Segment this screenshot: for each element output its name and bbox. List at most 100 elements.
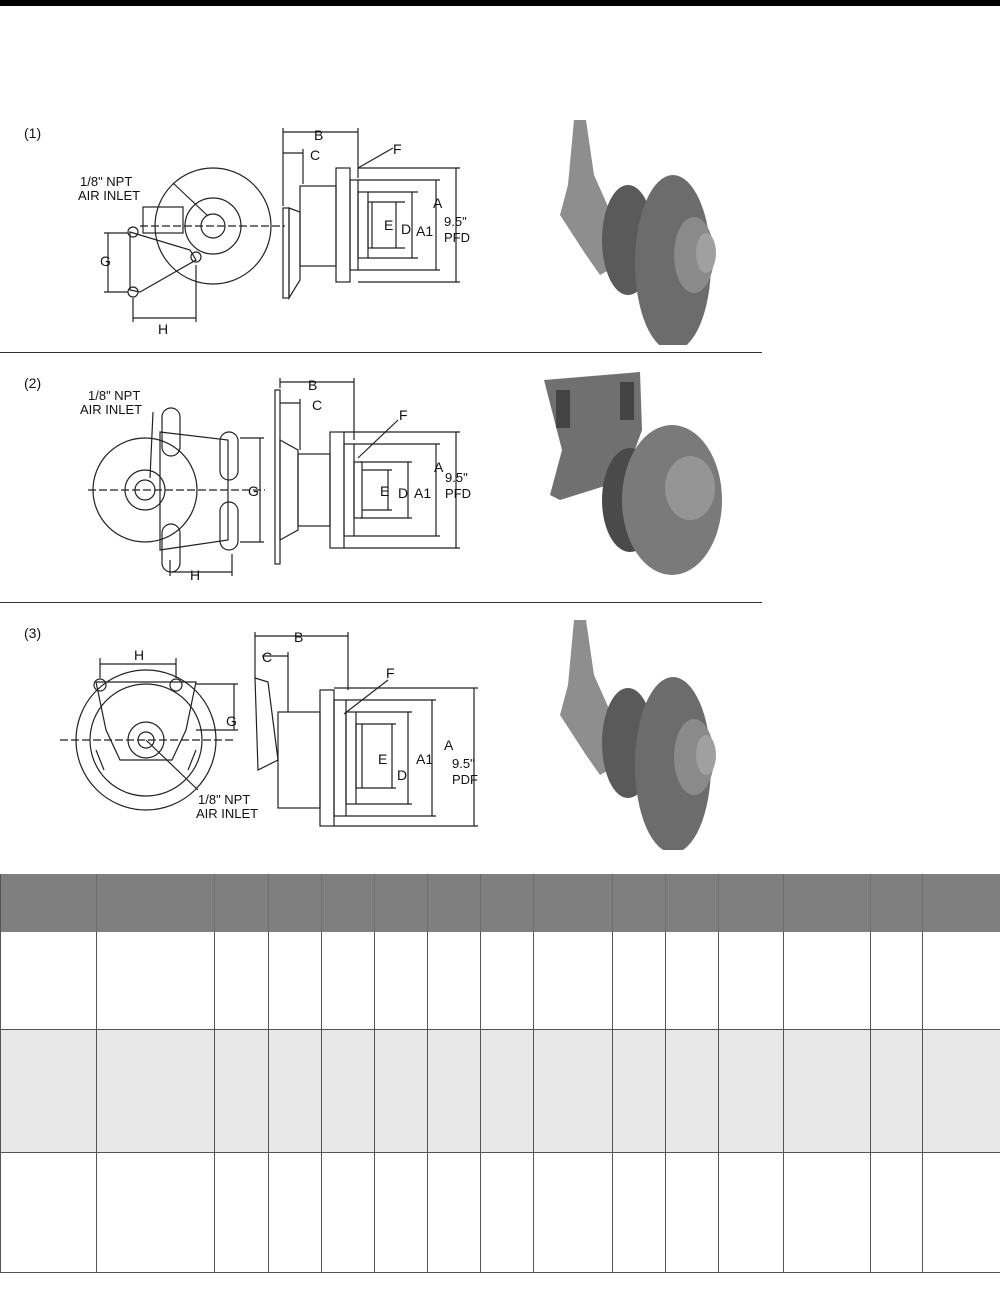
table-header <box>783 874 871 932</box>
table-cell <box>870 1029 923 1153</box>
table-cell <box>427 932 481 1030</box>
pfd-value: 9.5" <box>452 756 475 771</box>
table-cell <box>374 1152 428 1273</box>
figure-number: (3) <box>24 625 42 641</box>
table-cell <box>533 1029 613 1153</box>
table-cell <box>665 1029 719 1153</box>
table-cell <box>665 1152 719 1273</box>
dim-f: F <box>386 665 395 681</box>
table-cell <box>665 932 719 1030</box>
table-row <box>0 932 1000 1030</box>
air-inlet-label-1: 1/8" NPT <box>198 792 250 807</box>
dim-h: H <box>190 567 200 583</box>
table-cell <box>268 932 322 1030</box>
table-cell <box>480 1152 534 1273</box>
pfd-label: PDF <box>452 772 478 787</box>
table-cell <box>718 1029 784 1153</box>
air-inlet-label-1: 1/8" NPT <box>80 174 132 189</box>
table-cell <box>533 1152 613 1273</box>
figure-number: (2) <box>24 375 42 391</box>
dim-a: A <box>434 459 444 475</box>
dim-b: B <box>314 127 323 143</box>
dim-d: D <box>401 221 411 237</box>
table-cell <box>783 1029 871 1153</box>
table-cell <box>0 1152 97 1273</box>
table-cell <box>783 1152 871 1273</box>
dim-c: C <box>310 147 320 163</box>
dim-g: G <box>226 713 237 729</box>
table-header <box>0 874 97 932</box>
table-header <box>922 874 1000 932</box>
table-header <box>612 874 666 932</box>
table-cell <box>374 1029 428 1153</box>
table-cell <box>321 932 375 1030</box>
clutch-drawing-2: 1/8" NPT AIR INLET G H B C F E D A1 A 9.… <box>80 377 471 583</box>
table-cell <box>96 1152 215 1273</box>
clutch-drawing-1: 1/8" NPT AIR INLET G H B C F E D A1 A 9.… <box>78 127 470 337</box>
table-row <box>0 1029 1000 1153</box>
air-inlet-label-2: AIR INLET <box>196 806 258 821</box>
table-header <box>870 874 923 932</box>
table-cell <box>612 1152 666 1273</box>
table-cell <box>268 1152 322 1273</box>
table-row <box>0 1152 1000 1273</box>
figure-3: (3) <box>0 620 770 855</box>
clutch-photo-3 <box>560 620 716 850</box>
dim-c: C <box>312 397 322 413</box>
table-cell <box>96 932 215 1030</box>
table-cell <box>214 932 269 1030</box>
clutch-photo-2 <box>544 372 722 575</box>
table-header <box>718 874 784 932</box>
table-header <box>427 874 481 932</box>
pfd-label: PFD <box>445 486 471 501</box>
figure-2: (2) <box>0 370 770 600</box>
table-cell <box>922 1029 1000 1153</box>
clutch-drawing-3: H G 1/8" NPT AIR INLET B C F E D A1 A 9.… <box>60 629 478 827</box>
dim-a1: A1 <box>416 223 433 239</box>
dim-g: G <box>248 483 259 499</box>
dim-e: E <box>380 483 389 499</box>
figure-1: (1) <box>0 120 770 350</box>
dim-a: A <box>433 195 443 211</box>
table-cell <box>533 932 613 1030</box>
figure-number: (1) <box>24 125 42 141</box>
table-header <box>374 874 428 932</box>
table-cell <box>870 932 923 1030</box>
air-inlet-label-1: 1/8" NPT <box>88 388 140 403</box>
table-cell <box>718 932 784 1030</box>
table-cell <box>96 1029 215 1153</box>
dim-f: F <box>393 141 402 157</box>
table-cell <box>214 1029 269 1153</box>
dim-a1: A1 <box>416 751 433 767</box>
table-cell <box>427 1152 481 1273</box>
table-cell <box>374 932 428 1030</box>
top-rule <box>0 0 1000 6</box>
pfd-value: 9.5" <box>445 470 468 485</box>
table-header <box>480 874 534 932</box>
table-cell <box>427 1029 481 1153</box>
dim-d: D <box>397 767 407 783</box>
table-header-row <box>0 874 1000 932</box>
table-cell <box>922 1152 1000 1273</box>
clutch-photo-1 <box>560 120 716 345</box>
table-cell <box>268 1029 322 1153</box>
dim-c: C <box>262 649 272 665</box>
dim-h: H <box>134 647 144 663</box>
table-header <box>214 874 269 932</box>
dim-g: G <box>100 253 111 269</box>
table-cell <box>718 1152 784 1273</box>
dim-a: A <box>444 737 454 753</box>
air-inlet-label-2: AIR INLET <box>78 188 140 203</box>
dim-b: B <box>294 629 303 645</box>
table-header <box>96 874 215 932</box>
table-cell <box>321 1152 375 1273</box>
figure-divider <box>0 352 762 353</box>
table-header <box>268 874 322 932</box>
table-cell <box>922 932 1000 1030</box>
table-cell <box>612 932 666 1030</box>
table-cell <box>783 932 871 1030</box>
dim-f: F <box>399 407 408 423</box>
air-inlet-label-2: AIR INLET <box>80 402 142 417</box>
table-cell <box>0 1029 97 1153</box>
table-cell <box>0 932 97 1030</box>
